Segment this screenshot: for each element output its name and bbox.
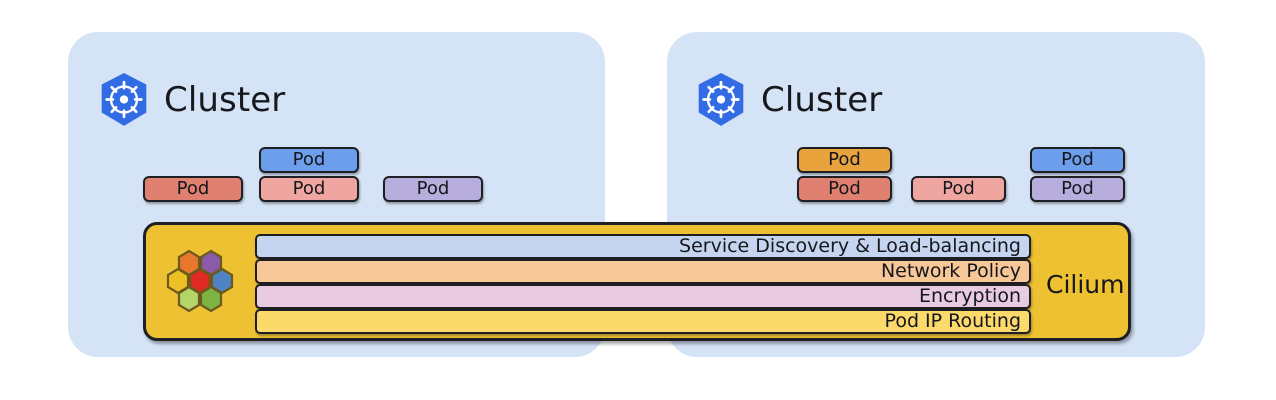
cilium-feature-bar: Encryption <box>255 284 1031 309</box>
pod-box: Pod <box>1030 147 1125 173</box>
cilium-label: Cilium <box>1046 270 1125 299</box>
pod-box: Pod <box>259 176 359 202</box>
cilium-hexagons-icon <box>166 249 234 313</box>
pod-box: Pod <box>797 147 892 173</box>
pod-box: Pod <box>911 176 1006 202</box>
kubernetes-icon <box>101 73 147 126</box>
kubernetes-icon <box>698 73 744 126</box>
pod-box: Pod <box>797 176 892 202</box>
cluster-title-right: Cluster <box>761 80 883 120</box>
cilium-feature-bar: Network Policy <box>255 259 1031 284</box>
cilium-feature-bar: Service Discovery & Load-balancing <box>255 234 1031 259</box>
pod-box: Pod <box>259 147 359 173</box>
pod-box: Pod <box>383 176 483 202</box>
cilium-feature-bar: Pod IP Routing <box>255 309 1031 334</box>
cluster-header-left: Cluster <box>98 72 285 128</box>
pod-box: Pod <box>1030 176 1125 202</box>
cluster-title-left: Cluster <box>164 80 286 120</box>
cluster-header-right: Cluster <box>695 72 882 128</box>
pod-box: Pod <box>143 176 243 202</box>
